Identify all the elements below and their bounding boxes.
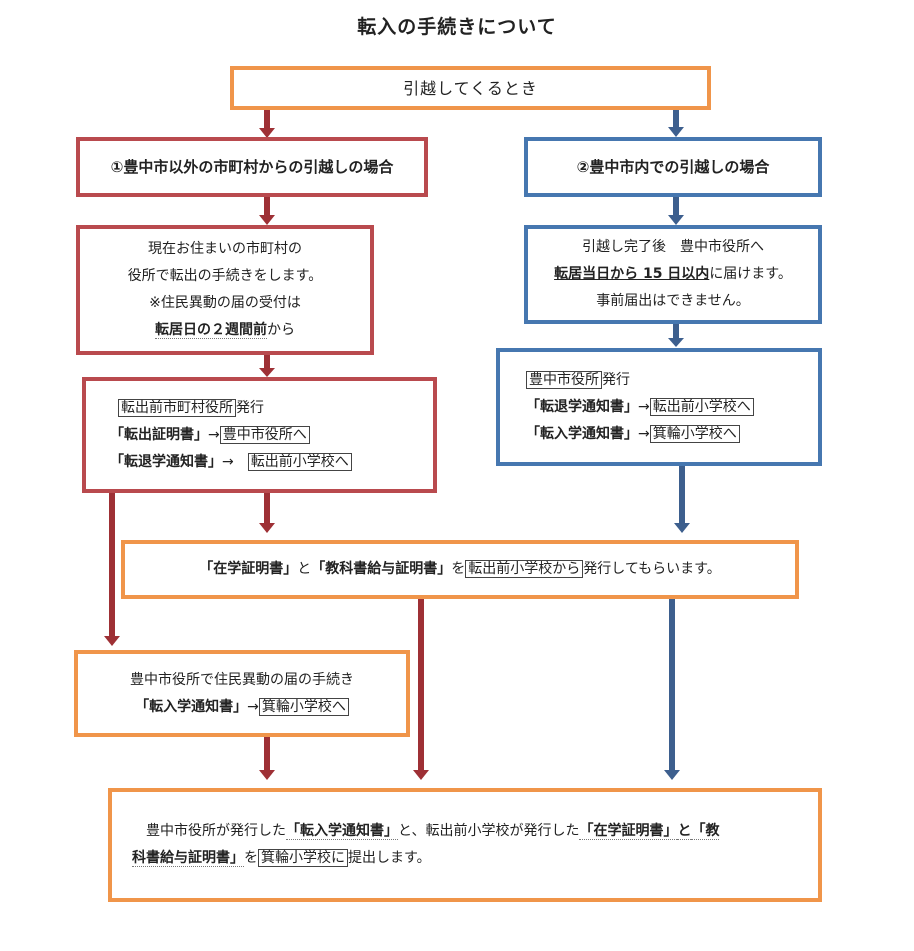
right-header-box: ②豊中市内での引越しの場合 (524, 137, 822, 197)
left-issuer: 転出前市町村役所 (118, 398, 236, 417)
final-p3: と (677, 823, 692, 840)
blue-arrows (664, 109, 690, 780)
arrow-right-step2-to-middle (679, 466, 685, 524)
left-step3-line2: 「転入学通知書」→箕輪小学校へ (135, 694, 349, 721)
arrow-left-header-to-step1 (264, 196, 270, 216)
left-step2-box: 転出前市町村役所発行 「転出証明書」→豊中市役所へ 「転退学通知書」→転出前小学… (82, 377, 437, 493)
middle-rest: 発行してもらいます。 (583, 561, 721, 577)
left-step2-issuer-line: 転出前市町村役所発行 (110, 395, 433, 422)
red-arrows (104, 109, 429, 780)
right-step1-box: 引越し完了後 豊中市役所へ 転居当日から 15 日以内に届けます。 事前届出はで… (524, 225, 822, 324)
arrow-top-to-right-header (673, 109, 679, 128)
left-step3-line1: 豊中市役所で住民異動の届の手続き (130, 671, 354, 688)
arrow-head (674, 523, 690, 533)
final-p2: と、転出前小学校が発行した (398, 823, 580, 839)
arrow-head (668, 338, 684, 347)
arrow-symbol: → (247, 698, 259, 715)
left-step3-doc: 「転入学通知書」 (135, 698, 248, 715)
final-p5: 提出します。 (348, 850, 431, 866)
top-box: 引越してくるとき (230, 66, 711, 110)
final-p4: を (244, 850, 258, 866)
right-header-label: ②豊中市内での引越しの場合 (576, 157, 770, 176)
middle-and: と (297, 561, 312, 577)
middle-line: 「在学証明書」と「教科書給与証明書」を転出前小学校から発行してもらいます。 (199, 556, 721, 583)
arrow-left-step2-to-step3 (109, 493, 115, 637)
left-step3-box: 豊中市役所で住民異動の届の手続き 「転入学通知書」→箕輪小学校へ (74, 650, 410, 737)
final-d2: 「在学証明書」 (579, 823, 678, 840)
arrow-middle-to-final-blue (669, 598, 675, 771)
left-issue-suffix: 発行 (236, 399, 264, 416)
right-step1-line1: 引越し完了後 豊中市役所へ (582, 239, 764, 255)
middle-from: 転出前小学校から (465, 560, 584, 578)
right-issuer: 豊中市役所 (526, 370, 602, 389)
period-rest: に届けます。 (709, 266, 792, 282)
arrow-middle-to-final (418, 598, 424, 771)
right-step1-line2: 転居当日から 15 日以内に届けます。 (554, 261, 792, 288)
left-step2-doc1-line: 「転出証明書」→豊中市役所へ (110, 422, 433, 449)
left-doc1: 「転出証明書」 (110, 426, 208, 443)
left-doc2: 「転退学通知書」 (110, 453, 222, 470)
final-d3b: 科書給与証明書」 (132, 850, 244, 867)
final-school: 箕輪小学校に (258, 849, 348, 867)
middle-doc1: 「在学証明書」 (199, 561, 298, 577)
arrow-left-step3-to-final (264, 737, 270, 771)
top-box-label: 引越してくるとき (403, 78, 538, 98)
right-dest2: 箕輪小学校へ (649, 424, 740, 443)
left-dest2: 転出前小学校へ (247, 452, 352, 471)
arrow-head (104, 636, 120, 646)
middle-doc2: 「教科書給与証明書」 (311, 561, 452, 577)
arrow-right-header-to-step1 (673, 196, 679, 216)
left-step1-line1: 現在お住まいの市町村の (148, 241, 302, 257)
page-title: 転入の手続きについて (357, 16, 557, 38)
right-doc1: 「転退学通知書」 (526, 398, 638, 415)
arrow-head (664, 770, 680, 780)
arrow-head (259, 523, 275, 533)
middle-particle: を (451, 561, 466, 577)
right-step2-doc2-line: 「転入学通知書」→箕輪小学校へ (526, 421, 818, 448)
arrow-head (259, 368, 275, 377)
right-step2-box: 豊中市役所発行 「転退学通知書」→転出前小学校へ 「転入学通知書」→箕輪小学校へ (496, 348, 822, 466)
left-step1-line4: 転居日の２週間前から (155, 317, 295, 344)
arrow-head (259, 128, 275, 138)
right-issue-suffix: 発行 (602, 371, 630, 388)
period-bold: 転居当日から 15 日以内 (554, 266, 710, 282)
final-p1: 豊中市役所が発行した (146, 823, 286, 839)
final-line2: 科書給与証明書」を箕輪小学校に提出します。 (132, 845, 818, 872)
right-step2-doc1-line: 「転退学通知書」→転出前小学校へ (526, 394, 818, 421)
deadline-rest: から (267, 322, 295, 338)
left-step2-doc2-line: 「転退学通知書」→ 転出前小学校へ (110, 449, 433, 476)
deadline-bold: 転居日の２週間前 (155, 322, 267, 339)
arrow-head (668, 215, 684, 225)
left-header-box: ①豊中市以外の市町村からの引越しの場合 (76, 137, 428, 197)
final-d3a: 「教 (691, 823, 720, 840)
final-box: 豊中市役所が発行した「転入学通知書」と、転出前小学校が発行した「在学証明書」と「… (108, 788, 822, 902)
middle-box: 「在学証明書」と「教科書給与証明書」を転出前小学校から発行してもらいます。 (121, 540, 799, 599)
arrow-left-step1-to-step2 (264, 355, 270, 369)
left-step3-dest: 箕輪小学校へ (258, 697, 349, 716)
left-step1-line3: ※住民異動の届の受付は (149, 295, 301, 311)
final-line1: 豊中市役所が発行した「転入学通知書」と、転出前小学校が発行した「在学証明書」と「… (132, 818, 818, 845)
arrow-head (668, 127, 684, 137)
right-doc2: 「転入学通知書」 (526, 425, 638, 442)
arrow-head (413, 770, 429, 780)
arrow-symbol: → (638, 425, 650, 442)
left-dest1: 豊中市役所へ (219, 425, 310, 444)
arrow-symbol: → (638, 398, 650, 415)
final-d1: 「転入学通知書」 (286, 823, 398, 840)
arrow-top-to-left-header (264, 109, 270, 129)
arrow-symbol: → (222, 453, 234, 470)
right-dest1: 転出前小学校へ (649, 397, 754, 416)
arrow-left-step2-to-middle (264, 493, 270, 524)
arrow-right-step1-to-step2 (673, 323, 679, 339)
arrow-symbol: → (208, 426, 220, 443)
left-step1-line2: 役所で転出の手続きをします。 (127, 268, 323, 284)
right-step1-line3: 事前届出はできません。 (596, 293, 750, 309)
arrow-head (259, 215, 275, 225)
left-header-label: ①豊中市以外の市町村からの引越しの場合 (110, 157, 394, 176)
arrow-head (259, 770, 275, 780)
left-step1-box: 現在お住まいの市町村の 役所で転出の手続きをします。 ※住民異動の届の受付は 転… (76, 225, 374, 355)
right-step2-issuer-line: 豊中市役所発行 (526, 367, 818, 394)
